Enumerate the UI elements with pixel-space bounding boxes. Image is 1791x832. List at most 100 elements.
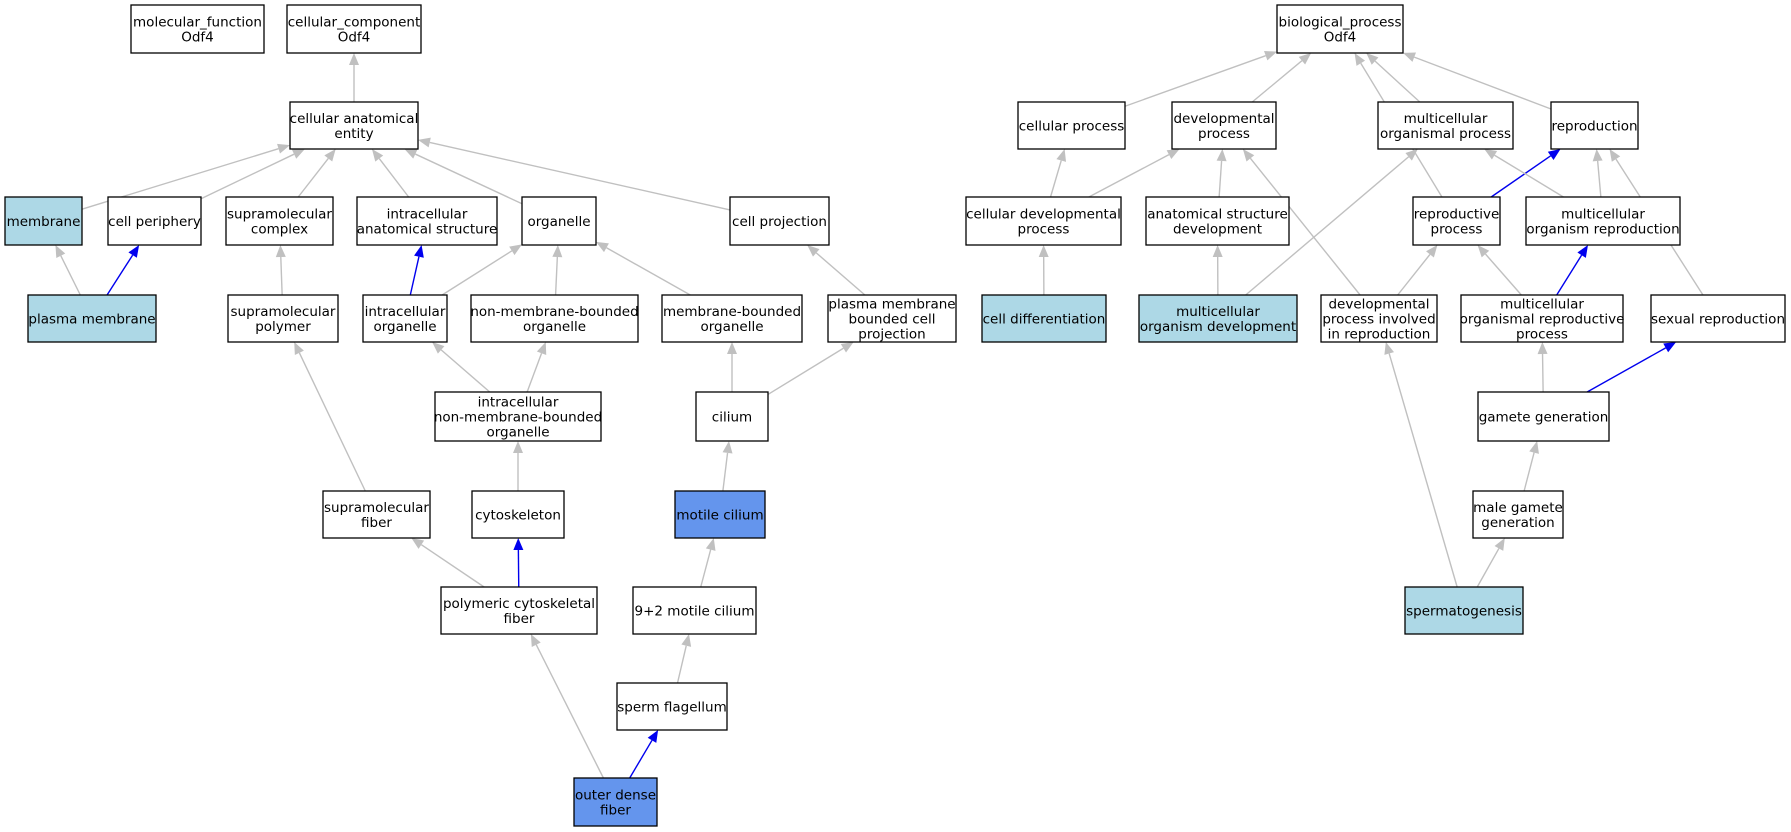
edge-line: [1374, 60, 1421, 103]
node-label-line: organelle: [373, 319, 436, 335]
go-term-node-gametegen[interactable]: gamete generation: [1477, 391, 1610, 442]
node-label-line: fiber: [504, 611, 535, 627]
arrowhead: [1166, 149, 1180, 160]
node-label-line: gamete generation: [1479, 410, 1609, 426]
edge-line: [554, 256, 559, 296]
node-label-line: supramolecular: [324, 500, 429, 516]
node-label-line: cell differentiation: [983, 312, 1106, 328]
go-term-node-inmbo[interactable]: intracellularnon-membrane-boundedorganel…: [434, 391, 602, 442]
node-label-line: process: [1516, 327, 1568, 343]
node-label-line: 9+2 motile cilium: [635, 604, 755, 620]
edge-pcf-to-cytoskel: [513, 538, 524, 588]
edge-cdp-to-cellproc: [1049, 149, 1067, 198]
edge-line: [1413, 56, 1552, 110]
go-term-node-plasmamem[interactable]: plasma membrane: [27, 294, 157, 343]
go-term-node-ninetwo[interactable]: 9+2 motile cilium: [632, 586, 757, 635]
node-box: [356, 196, 498, 246]
edge-supfiber-to-suppolymer: [294, 342, 366, 492]
edge-organelle-to-cae: [404, 149, 523, 205]
edge-line: [409, 256, 420, 296]
edge-line: [1596, 160, 1602, 198]
node-label-line: cellular anatomical: [290, 111, 419, 127]
edge-repro-to-bp: [1403, 52, 1552, 110]
edge-line: [1556, 254, 1583, 296]
go-term-node-membrane[interactable]: membrane: [4, 196, 83, 246]
arrowhead: [1056, 149, 1067, 162]
go-term-node-cilium[interactable]: cilium: [695, 391, 769, 442]
arrowhead: [1577, 245, 1588, 258]
node-box: [1650, 294, 1786, 343]
edge-line: [298, 352, 366, 492]
node-box: [616, 682, 728, 731]
node-label-line: organelle: [523, 319, 586, 335]
edge-line: [1541, 353, 1544, 393]
node-label-line: Odf4: [338, 30, 371, 46]
edge-line: [815, 252, 866, 296]
edge-asd-to-devproc: [1216, 149, 1227, 198]
node-box: [1145, 196, 1290, 246]
node-label-line: projection: [858, 327, 925, 343]
edge-line: [1088, 153, 1170, 198]
arrowhead: [404, 149, 418, 159]
node-label-line: multicellular: [1404, 111, 1488, 127]
node-box: [130, 4, 265, 54]
go-term-node-celldiff[interactable]: cell differentiation: [981, 294, 1107, 343]
node-box: [1138, 294, 1298, 343]
go-term-node-spermato[interactable]: spermatogenesis: [1404, 586, 1524, 635]
edge-gametegen-to-sexrepro: [1586, 342, 1677, 393]
node-box: [573, 777, 658, 827]
edge-line: [1245, 156, 1410, 296]
go-term-node-motcilium[interactable]: motile cilium: [674, 490, 766, 539]
edge-mor-to-mop: [1484, 149, 1564, 198]
node-label-line: sperm flagellum: [617, 700, 727, 716]
arrowhead: [513, 538, 524, 551]
edge-line: [676, 645, 687, 684]
edges-layer: [55, 50, 1704, 779]
go-term-node-spermflag[interactable]: sperm flagellum: [616, 682, 728, 731]
node-label-line: Odf4: [181, 30, 214, 46]
edge-line: [200, 153, 295, 200]
go-term-node-cytoskel[interactable]: cytoskeleton: [471, 490, 565, 539]
edge-reproproc-to-repro: [1490, 149, 1561, 198]
node-label-line: process involved: [1322, 312, 1435, 328]
edge-odf-to-spermflag: [629, 730, 659, 779]
go-term-node-cellper[interactable]: cell periphery: [107, 196, 202, 246]
edge-cdp-to-devproc: [1088, 149, 1180, 198]
node-label-line: organelle: [486, 425, 549, 441]
go-term-node-cellproj[interactable]: cell projection: [729, 196, 830, 246]
go-term-node-sexrepro[interactable]: sexual reproduction: [1650, 294, 1786, 343]
node-box: [827, 294, 957, 343]
edge-cellproc-to-bp: [1124, 50, 1277, 107]
arrowhead: [1547, 149, 1561, 160]
edge-line: [1397, 253, 1431, 296]
arrowhead: [277, 143, 290, 154]
go-term-node-cellproc[interactable]: cellular process: [1017, 101, 1126, 150]
go-term-node-organelle[interactable]: organelle: [521, 196, 597, 246]
arrowhead: [647, 730, 659, 743]
go-term-node-repro[interactable]: reproduction: [1550, 101, 1639, 150]
